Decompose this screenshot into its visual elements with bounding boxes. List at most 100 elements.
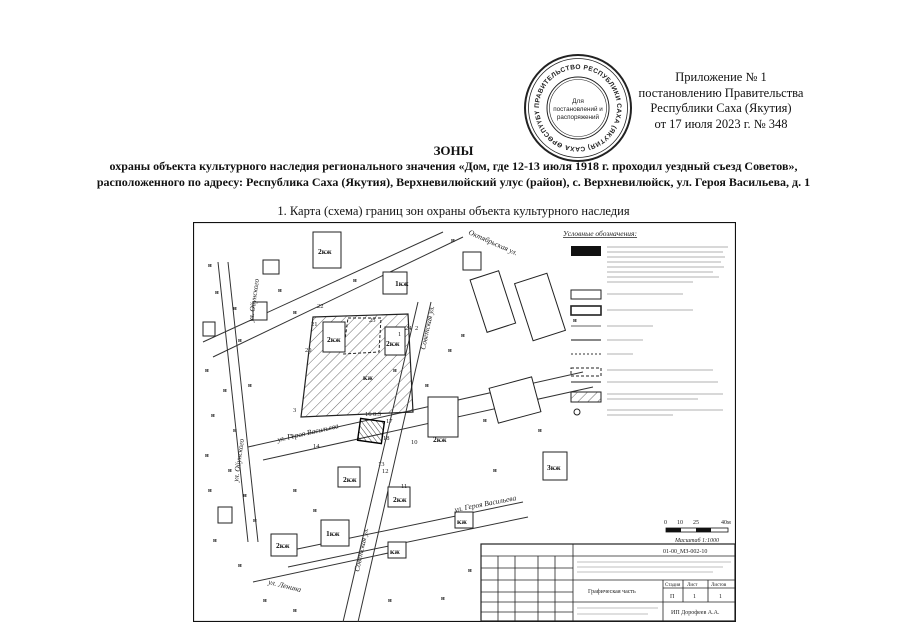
- point-label: 12: [382, 468, 389, 475]
- point-label: 2: [415, 325, 418, 332]
- scale-label: Масштаб 1:1000: [674, 537, 719, 544]
- street-line: [217, 261, 249, 543]
- svg-text:н: н: [233, 305, 237, 312]
- stamp-center-line-3: распоряжений: [557, 113, 600, 121]
- svg-text:н: н: [493, 467, 497, 474]
- building-label: 2кж: [433, 435, 447, 444]
- title-block-stage-value: 1: [693, 594, 696, 600]
- point-label: 0.3: [373, 411, 381, 418]
- point-label: 21: [311, 321, 318, 328]
- title-block-code: 01-00_МЗ-002-10: [663, 549, 707, 555]
- street-line: [202, 231, 444, 343]
- street-line: [287, 516, 529, 568]
- title-block-stage-header: Лист: [687, 583, 698, 588]
- building-label: 2кж: [318, 247, 332, 256]
- building: [320, 519, 350, 547]
- svg-text:н: н: [425, 382, 429, 389]
- svg-text:н: н: [211, 412, 215, 419]
- svg-text:н: н: [538, 427, 542, 434]
- svg-text:н: н: [293, 309, 297, 316]
- svg-text:н: н: [393, 367, 397, 374]
- heritage-object: [356, 417, 386, 445]
- building: [462, 251, 482, 271]
- building: [262, 259, 280, 275]
- document-title: ЗОНЫ: [433, 143, 474, 158]
- svg-text:н: н: [205, 367, 209, 374]
- building: [322, 321, 346, 353]
- title-block-stage-value: 1: [719, 594, 722, 600]
- building: [270, 533, 298, 557]
- official-stamp: ПРАВИТЕЛЬСТВО РЕСПУБЛИКИ САХА (ЯКУТИЯ) С…: [522, 52, 632, 162]
- street-line: [212, 236, 464, 358]
- point-label: 13: [378, 461, 385, 468]
- building: [384, 326, 406, 356]
- building: [382, 271, 408, 295]
- svg-text:н: н: [451, 237, 455, 244]
- svg-text:н: н: [205, 452, 209, 459]
- svg-text:н: н: [238, 562, 242, 569]
- stamp-center-line-2: постановлений и: [553, 105, 603, 113]
- appendix-line-2: Республики Саха (Якутия): [650, 101, 792, 115]
- appendix-line-3: от 17 июля 2023 г. № 348: [654, 116, 788, 131]
- building: [387, 541, 407, 559]
- svg-text:н: н: [208, 262, 212, 269]
- legend-swatch: [570, 367, 602, 377]
- building: [454, 511, 474, 529]
- building-label: кж: [457, 517, 467, 526]
- scale-number: 40м: [721, 520, 731, 526]
- legend-swatch: [570, 289, 602, 300]
- svg-text:н: н: [468, 567, 472, 574]
- svg-text:н: н: [253, 517, 257, 524]
- street-line: [357, 301, 432, 622]
- building: [387, 486, 411, 508]
- appendix-line-1: постановлению Правительства: [638, 85, 804, 100]
- building-label: 2кж: [327, 335, 341, 344]
- title-block-sheet-name: Графическая часть: [588, 588, 636, 595]
- legend-swatch: [571, 246, 601, 256]
- svg-text:н: н: [215, 289, 219, 296]
- point-label: 1: [398, 331, 401, 338]
- building: [202, 321, 216, 337]
- street-line: [227, 261, 259, 543]
- svg-text:н: н: [213, 537, 217, 544]
- building: [252, 301, 268, 321]
- svg-text:н: н: [243, 492, 247, 499]
- zone-map: Октябрьская ул. ул. Героя Васильева ул. …: [193, 222, 736, 622]
- svg-text:н: н: [293, 487, 297, 494]
- building: [513, 272, 567, 342]
- building-label: 2кж: [386, 339, 400, 348]
- svg-text:н: н: [461, 332, 465, 339]
- map-legend: Условные обозначения:: [563, 229, 728, 416]
- point-label: 16: [365, 411, 372, 418]
- scale-bar: 0 10 25 40м Масштаб 1:1000: [664, 520, 731, 544]
- point-label: 24: [405, 325, 412, 332]
- svg-text:н: н: [238, 337, 242, 344]
- building-label: 3кж: [547, 463, 561, 472]
- svg-text:н: н: [293, 607, 297, 614]
- building-label: 2кж: [343, 475, 357, 484]
- legend-swatch: [570, 305, 602, 316]
- title-block-org: ИП Дорофеев А.А.: [671, 609, 720, 616]
- title-block-stage-header: Стадия: [665, 583, 681, 588]
- point-label: 3: [293, 407, 296, 414]
- legend-title: Условные обозначения:: [563, 229, 637, 238]
- building: [337, 466, 361, 488]
- appendix-title: Приложение № 1: [675, 70, 767, 84]
- point-label: 20: [305, 347, 312, 354]
- point-label: 18: [383, 435, 390, 442]
- scale-number: 25: [693, 520, 699, 526]
- legend-swatch: [570, 391, 602, 403]
- svg-text:н: н: [353, 277, 357, 284]
- svg-text:н: н: [448, 347, 452, 354]
- building-label: 2кж: [393, 495, 407, 504]
- building-label: кж: [363, 373, 373, 382]
- legend-swatch: [573, 408, 581, 416]
- point-label: 23: [369, 317, 376, 324]
- building-label: 1кж: [395, 279, 409, 288]
- scale-number: 0: [664, 520, 667, 526]
- document-subtitle: охраны объекта культурного наследия реги…: [0, 158, 907, 190]
- subtitle-line-1: охраны объекта культурного наследия реги…: [109, 159, 798, 173]
- svg-text:н: н: [573, 317, 577, 324]
- building: [488, 376, 542, 424]
